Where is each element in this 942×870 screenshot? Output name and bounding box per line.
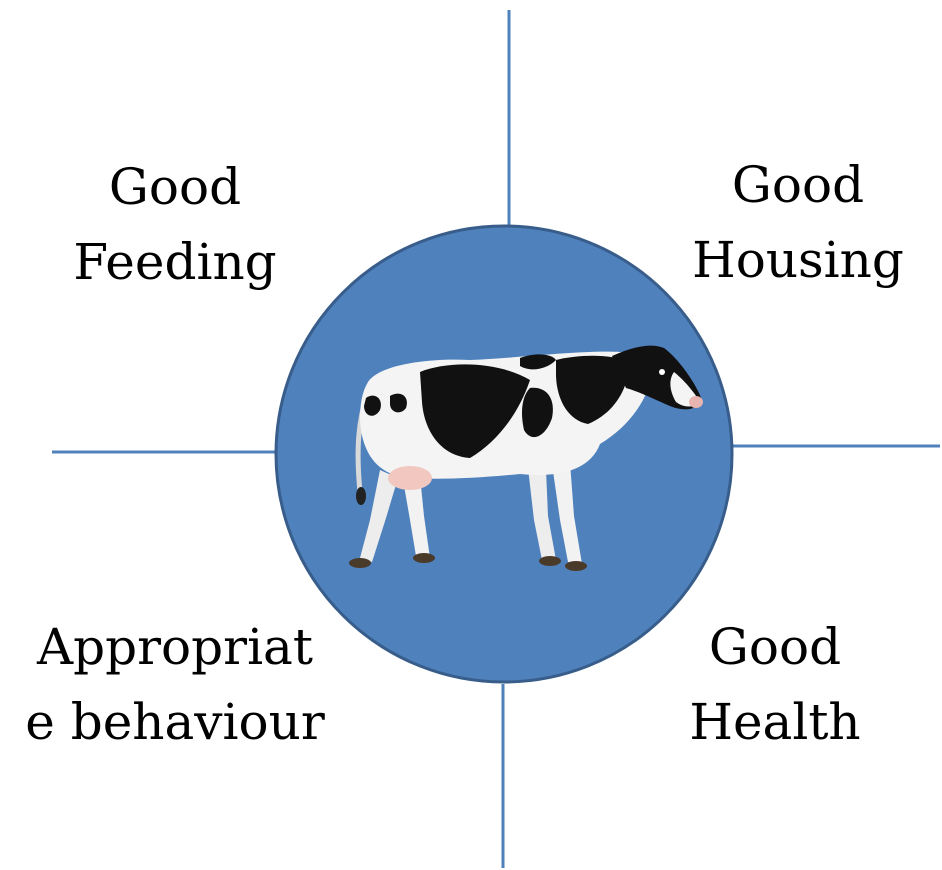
quadrant-label-bottom-right: Good Health	[670, 610, 880, 760]
label-line: Housing	[692, 231, 904, 289]
label-line: Health	[689, 693, 861, 751]
cow-icon	[349, 345, 703, 571]
label-line: e behaviour	[25, 693, 325, 751]
quadrant-label-top-left: Good Feeding	[60, 150, 290, 300]
quadrant-label-bottom-left: Appropriat e behaviour	[10, 610, 340, 760]
label-line: Good	[108, 158, 242, 216]
label-line: Good	[708, 618, 842, 676]
quadrant-label-top-right: Good Housing	[680, 148, 916, 298]
label-line: Appropriat	[37, 618, 313, 676]
label-line: Feeding	[73, 233, 277, 291]
label-line: Good	[731, 156, 865, 214]
